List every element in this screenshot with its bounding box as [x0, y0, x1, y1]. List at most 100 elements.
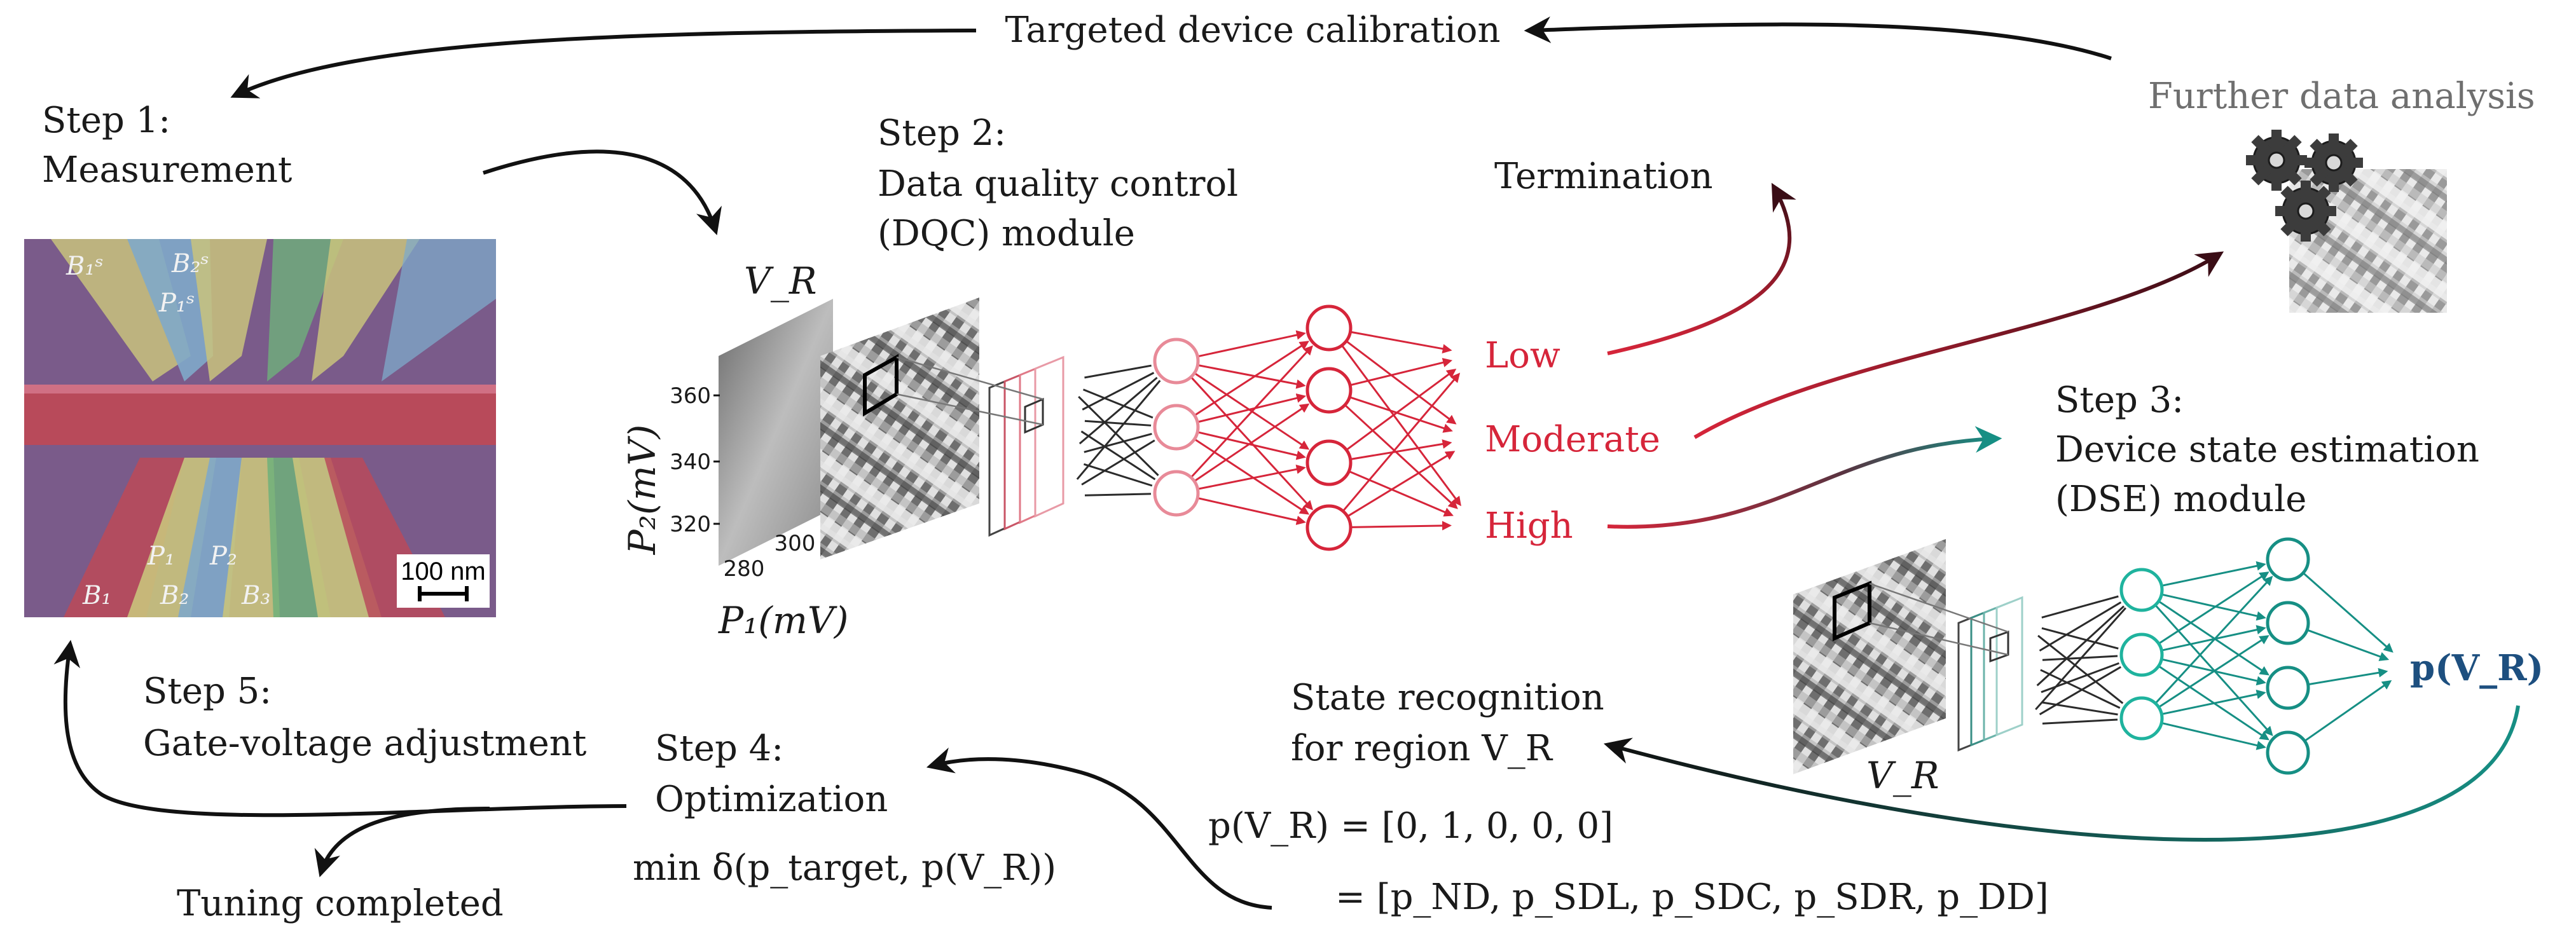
dqc-edge	[1350, 439, 1452, 460]
dqc-region-label: V_R	[744, 259, 817, 303]
dse-input-patch	[1793, 539, 1946, 774]
dse-node	[2119, 696, 2164, 741]
dqc-ytick-320: 320	[670, 512, 711, 537]
dse-edge	[2040, 669, 2121, 709]
dse-feature-maps	[1957, 596, 2023, 752]
dqc-edge	[1082, 372, 1155, 411]
dse-edge	[2158, 571, 2269, 645]
dqc-ytick-340: 340	[670, 449, 711, 475]
dqc-conv-lines	[896, 356, 1043, 426]
calibration-loop: Targeted device calibration	[230, 10, 2112, 99]
sem-label-b1: B₁	[82, 581, 111, 610]
step4-title: Step 4:	[655, 728, 783, 769]
arrow-measurement-to-dqc	[483, 149, 722, 236]
dse-node	[2119, 568, 2164, 612]
dqc-node	[1305, 504, 1353, 551]
dqc-edge	[1083, 463, 1153, 487]
step5-title: Step 5:	[143, 671, 272, 712]
dqc-edge	[1342, 373, 1461, 512]
state-eq1: p(V_R) = [0, 1, 0, 0, 0]	[1208, 805, 1613, 847]
dse-node	[2119, 633, 2164, 677]
dqc-xtick-300: 300	[775, 531, 816, 556]
step4: Step 4: Optimization min δ(p_target, p(V…	[633, 728, 1056, 889]
step2-title: Step 2:	[878, 113, 1006, 154]
dqc-edge	[1197, 364, 1306, 389]
dqc-edge	[1349, 396, 1453, 433]
dse-edge	[2039, 666, 2121, 716]
further-analysis-graphic	[2246, 130, 2447, 313]
sem-label-b1s: B₁ˢ	[65, 252, 104, 281]
dse-edge	[2302, 572, 2393, 653]
scale-bar	[418, 586, 469, 601]
dqc-node	[1153, 470, 1200, 517]
sem-label-p2: P₂	[209, 542, 237, 571]
dqc-edge	[1197, 330, 1306, 358]
dqc-xlabel: P₁(mV)	[718, 599, 848, 642]
step3: Step 3: Device state estimation (DSE) mo…	[1793, 380, 2544, 797]
dse-edge	[2161, 593, 2266, 621]
further-analysis-label: Further data analysis	[2148, 76, 2535, 117]
arrow-to-tuning-completed	[314, 807, 490, 878]
dqc-edge	[1194, 403, 1310, 482]
dse-edge	[2161, 722, 2266, 750]
step5: Step 5: Gate-voltage adjustment	[143, 671, 587, 764]
step3-line2: (DSE) module	[2055, 479, 2306, 520]
sem-label-p1: P₁	[147, 542, 175, 571]
dqc-edge	[1350, 331, 1452, 354]
step3-title: Step 3:	[2055, 380, 2184, 421]
dqc-ylabel: P₂(mV)	[621, 425, 664, 555]
dqc-edge	[1341, 345, 1461, 507]
sem-label-b2s: B₂ˢ	[171, 249, 209, 278]
dqc-edge	[1344, 404, 1458, 509]
dqc-edge	[1190, 345, 1313, 479]
dse-edge	[2036, 605, 2125, 687]
dqc-edge	[1078, 395, 1159, 476]
dse-edge	[2154, 575, 2273, 704]
dse-region-label: V_R	[1866, 754, 1939, 797]
sem-label-p1s: P₁ˢ	[158, 289, 195, 318]
dse-edge	[2308, 667, 2388, 686]
step2: Step 2: Data quality control (DQC) modul…	[621, 113, 1660, 642]
scale-bar-label: 100 nm	[401, 558, 485, 585]
arrow-high-to-dse	[1607, 426, 2002, 529]
dse-network	[2035, 537, 2393, 775]
dse-node	[2266, 730, 2310, 775]
dqc-network	[1076, 304, 1461, 551]
dqc-edge	[1194, 372, 1310, 450]
calibration-label: Targeted device calibration	[1005, 10, 1500, 51]
dse-node	[2266, 666, 2310, 710]
dse-edge	[2306, 629, 2390, 661]
dqc-csd-plot	[719, 299, 833, 566]
dse-edge	[2042, 701, 2118, 716]
step2-line1: Data quality control	[878, 163, 1238, 205]
state-recognition: State recognition for region V_R p(V_R) …	[1208, 677, 2049, 918]
arrow-state-to-optimization	[926, 747, 1272, 910]
dse-edge	[2158, 600, 2269, 676]
dqc-edge	[1197, 431, 1306, 460]
dqc-edge	[1197, 393, 1307, 423]
dqc-output-low: Low	[1485, 335, 1560, 376]
dqc-ytick-360: 360	[670, 383, 711, 409]
sem-label-b2: B₂	[160, 581, 189, 610]
calibration-arrow-left	[230, 29, 977, 99]
dqc-node	[1305, 439, 1353, 486]
dqc-edge	[1347, 451, 1456, 517]
sem-image: B₁ˢ B₂ˢ P₁ˢ P₁ P₂ B₁ B₂ B₃ 100 nm	[24, 239, 496, 617]
sem-label-b3: B₃	[241, 581, 270, 610]
dse-edge	[2161, 689, 2266, 715]
state-eq2: = [p_ND, p_SDL, p_SDC, p_SDR, p_DD]	[1335, 877, 2049, 918]
dqc-edge	[1081, 439, 1155, 486]
dse-edge	[2042, 718, 2118, 725]
tuning-completed-label: Tuning completed	[177, 883, 504, 924]
dse-edge	[2035, 607, 2126, 711]
dqc-edge	[1350, 521, 1452, 531]
dqc-edge	[1194, 341, 1309, 416]
step4-formula: min δ(p_target, p(V_R))	[633, 847, 1056, 889]
dqc-edge	[1084, 432, 1152, 453]
dqc-edge	[1084, 493, 1152, 496]
dse-edge	[2161, 561, 2266, 587]
dse-edge	[2041, 627, 2119, 650]
dse-edge	[2158, 635, 2269, 708]
dqc-edge	[1194, 438, 1310, 515]
